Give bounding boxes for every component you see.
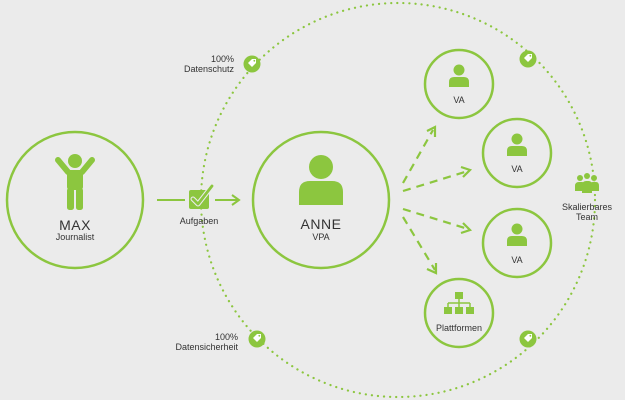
tag-icon bbox=[524, 334, 532, 342]
tag-badge-privacy bbox=[243, 55, 261, 73]
task-label: Aufgaben bbox=[179, 216, 219, 226]
va-label-1: VA bbox=[453, 95, 465, 105]
person-bust-icon bbox=[507, 223, 527, 246]
anne-node bbox=[251, 130, 391, 270]
security-label-line1: 100% bbox=[214, 332, 238, 342]
arrow-heads bbox=[426, 125, 473, 275]
person-bust-icon bbox=[449, 64, 469, 87]
task-connector bbox=[157, 194, 241, 206]
tag-badge-top-right bbox=[519, 50, 537, 68]
va-node-3 bbox=[481, 207, 553, 279]
tag-icon bbox=[253, 334, 261, 342]
security-label-line2: Datensicherheit bbox=[175, 342, 238, 353]
team-label-line2: Team bbox=[575, 212, 598, 223]
group-icon bbox=[575, 173, 599, 193]
va-label-3: VA bbox=[511, 255, 523, 265]
tag-badge-security bbox=[248, 330, 266, 348]
tag-icon bbox=[524, 54, 532, 62]
anne-name: ANNE bbox=[300, 216, 342, 232]
va-label-2: VA bbox=[511, 164, 523, 174]
org-chart-icon bbox=[444, 292, 474, 314]
platforms-label: Plattformen bbox=[435, 323, 483, 333]
anne-role: VPA bbox=[312, 232, 330, 242]
max-node bbox=[5, 130, 145, 270]
tag-icon bbox=[248, 59, 256, 67]
boundary-dotted-circle bbox=[199, 1, 597, 399]
dashed-arrows bbox=[402, 129, 469, 271]
privacy-label-line1: 100% bbox=[210, 54, 234, 64]
privacy-label-line2: Datenschutz bbox=[183, 64, 234, 75]
team-label: Skalierbares Team bbox=[562, 202, 612, 223]
checkbox-icon bbox=[189, 183, 215, 209]
max-name: MAX bbox=[59, 217, 91, 233]
platforms-node bbox=[423, 277, 495, 349]
security-label: 100% Datensicherheit bbox=[175, 332, 238, 353]
privacy-label: 100% Datenschutz bbox=[184, 54, 234, 75]
person-bust-icon bbox=[299, 155, 343, 205]
person-arms-up-icon bbox=[55, 154, 95, 210]
tag-badge-bottom-right bbox=[519, 330, 537, 348]
va-node-1 bbox=[423, 48, 495, 120]
va-node-2 bbox=[481, 117, 553, 189]
team-label-line1: Skalierbares bbox=[561, 202, 613, 212]
person-bust-icon bbox=[507, 133, 527, 156]
max-role: Journalist bbox=[55, 232, 95, 242]
